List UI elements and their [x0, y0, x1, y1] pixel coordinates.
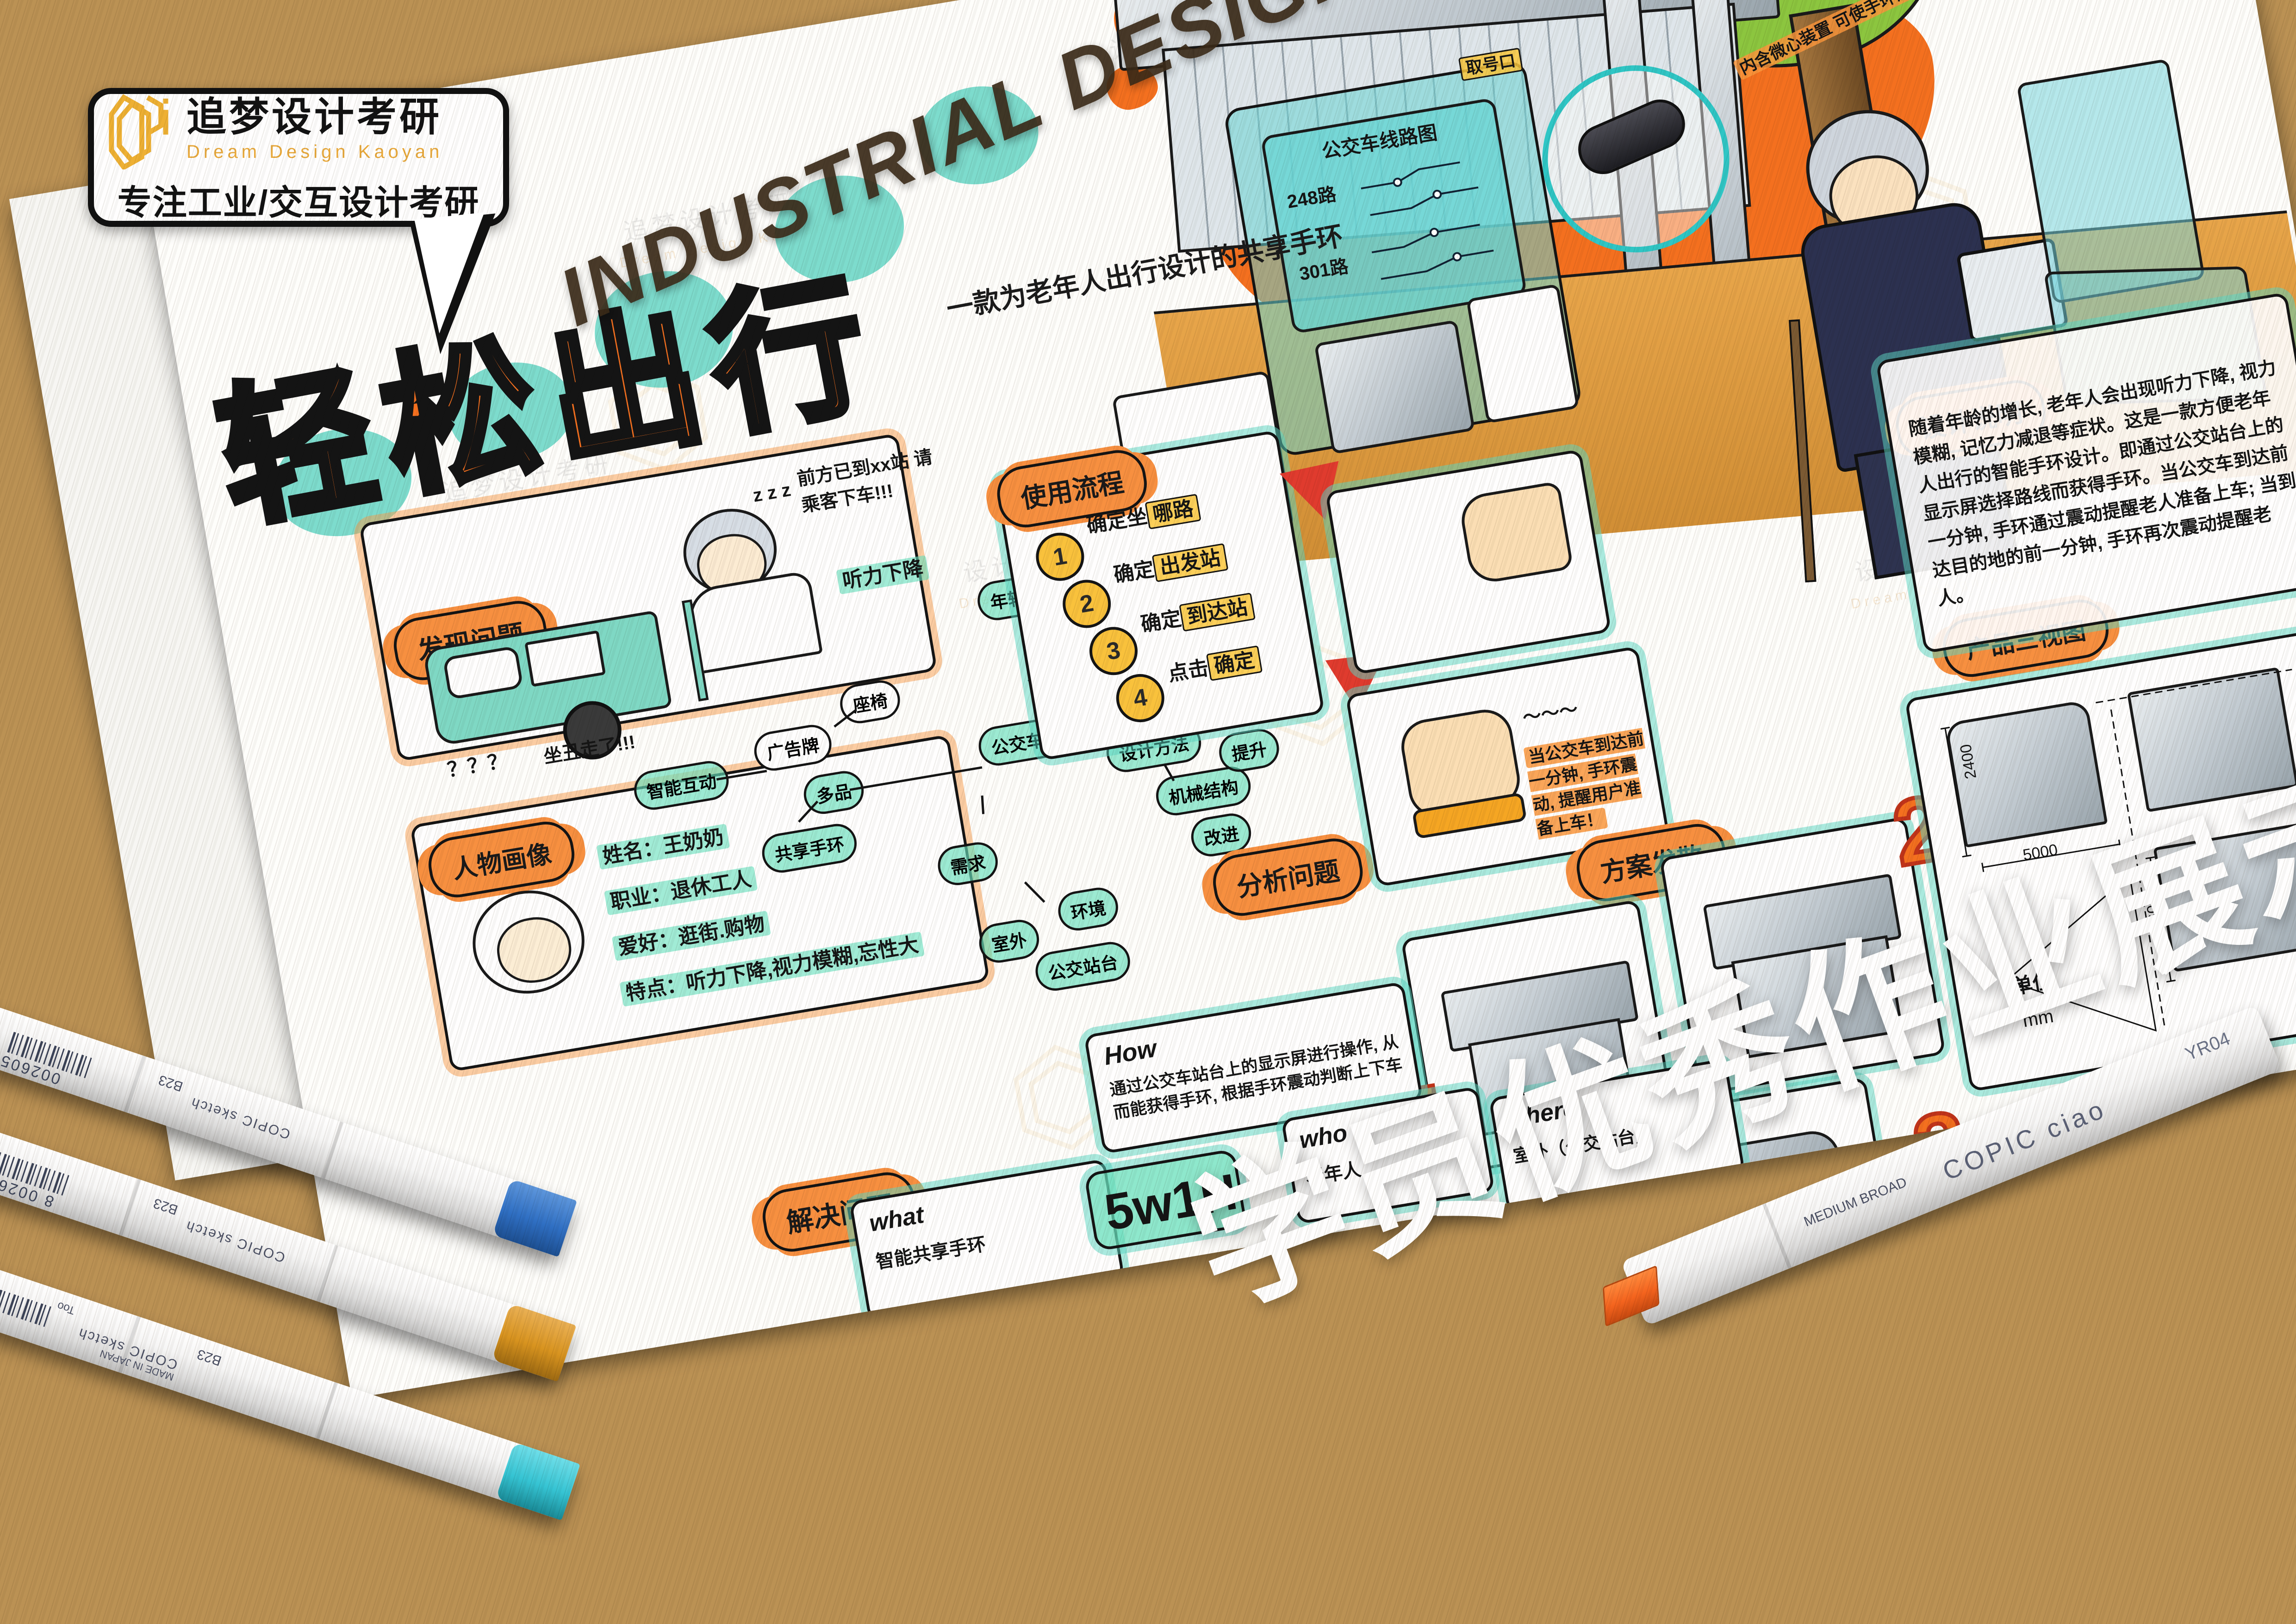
brand-name-en: Dream Design Kaoyan [187, 142, 443, 162]
dd-hexagon-logo-icon [109, 94, 168, 169]
dimension-lines-icon [1940, 668, 2292, 1032]
marker-color-code: B23 [195, 1346, 224, 1369]
marker-barcode [0, 1280, 52, 1327]
marker-sub-label: MEDIUM BROAD [1802, 1174, 1909, 1230]
fivew1h-key: what [867, 1201, 926, 1237]
mindmap-node[interactable]: 公交站台 [1032, 939, 1133, 994]
hand-illustration [1457, 481, 1574, 586]
design-note-body: 随着年龄的增长, 老年人会出现听力下降, 视力模糊, 记忆力减退等症状。这是一款… [1907, 357, 2296, 610]
mindmap-node[interactable]: 提升 [1216, 726, 1282, 775]
mindmap-node[interactable]: 改进 [1188, 810, 1254, 860]
kiosk-display-panel [1314, 319, 1475, 455]
alert-note: 当公交车到达前一分钟, 手环震动, 提醒用户准备上车！ [1523, 725, 1662, 840]
fivew1h-key: when [875, 1330, 940, 1368]
marker-brand-label: COPIC sketch [188, 1094, 292, 1142]
marker-sub-label: Too [56, 1299, 77, 1317]
brand-name-cn: 追梦设计考研 [187, 95, 442, 139]
route-lines-icon [1361, 161, 1494, 280]
marker-color-code: B23 [156, 1072, 185, 1094]
brand-badge[interactable]: 追梦设计考研 Dream Design Kaoyan 专注工业/交互设计考研 [88, 88, 509, 227]
route-map-title: 公交车线路图 [1320, 121, 1439, 162]
mindmap-node[interactable]: 环境 [1055, 884, 1121, 934]
fivew1h-value: 外出乘坐/等待公交车 [882, 1355, 1047, 1399]
speech-bubble-tail-inner [414, 212, 497, 335]
marker-brand-label: COPIC sketch [183, 1218, 287, 1266]
fivew1h-key: How [1101, 1034, 1159, 1071]
route-map-screen: 公交车线路图 248路 301路 [1260, 97, 1528, 334]
route-item[interactable]: 248路 [1285, 184, 1338, 212]
brand-tagline: 专注工业/交互设计考研 [117, 183, 480, 222]
three-views-panel: 2400 5000 1600 单位 mm [1904, 630, 2296, 1092]
marker-color-code: YR04 [2182, 1028, 2233, 1065]
marker-nib [1602, 1265, 1660, 1327]
marker-cap [495, 1442, 580, 1521]
marker-color-code: B23 [151, 1195, 180, 1218]
mindmap-node[interactable]: 室外 [976, 917, 1042, 966]
